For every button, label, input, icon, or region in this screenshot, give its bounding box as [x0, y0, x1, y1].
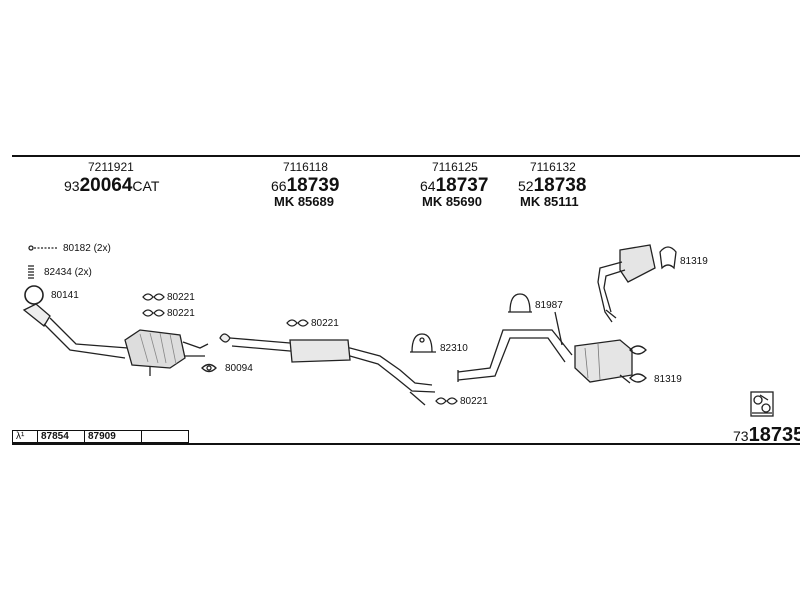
part-4-number: 5218738: [518, 175, 586, 197]
part-4-mk: MK 85111: [520, 194, 579, 209]
bolt-label: 80182 (2x): [63, 243, 111, 254]
part-2-main: 18739: [286, 175, 340, 196]
part-1-prefix: 93: [64, 178, 80, 194]
middle-pipe: [219, 333, 436, 406]
top-rule: [12, 155, 800, 157]
table-cell: λ¹: [12, 430, 38, 443]
table-cell: 87909: [84, 430, 142, 443]
ring-label: 80141: [51, 290, 79, 301]
hanger-icon: [629, 345, 647, 383]
gasket-icon: [435, 397, 458, 405]
bottom-part-prefix: 73: [733, 428, 749, 444]
part-2-prefix: 66: [271, 178, 287, 194]
clamp-mid-label: 82310: [440, 343, 468, 354]
rear-pipe-silencer: [457, 311, 633, 384]
table-cell: [141, 430, 189, 443]
gasket-icon: [142, 293, 165, 301]
part-3-main: 18737: [435, 175, 489, 196]
gasket-a-label: 80221: [167, 292, 195, 303]
bottom-part-main: 18735: [748, 424, 800, 446]
hanger-bottom-label: 81319: [654, 374, 682, 385]
part-4-prefix: 52: [518, 178, 534, 194]
catalytic-converter-pipe: [22, 303, 209, 376]
ring-icon: [24, 285, 44, 305]
table-row: λ¹ 87854 87909: [12, 430, 189, 443]
part-3-prefix: 64: [420, 178, 436, 194]
bottom-rule: [12, 443, 800, 445]
part-1-suffix: CAT: [132, 178, 160, 194]
gasket-rear-label: 80221: [460, 396, 488, 407]
gasket-icon: [142, 309, 165, 317]
gasket-front-label: 80094: [225, 363, 253, 374]
part-1-main: 20064: [79, 175, 133, 196]
hanger-top-label: 81319: [680, 256, 708, 267]
fitting-table: λ¹ 87854 87909: [12, 430, 189, 443]
part-3-number: 6418737: [420, 175, 488, 197]
part-4-top-number: 7116132: [530, 160, 576, 174]
spring-icon: [28, 265, 34, 279]
hanger-icon: [659, 246, 677, 270]
clamp-icon: [508, 293, 532, 313]
part-3-mk: MK 85690: [422, 194, 482, 209]
spring-label: 82434 (2x): [44, 267, 92, 278]
part-2-mk: MK 85689: [274, 194, 334, 209]
gasket-mid-label: 80221: [311, 318, 339, 329]
exhaust-logo-icon: [750, 391, 774, 417]
table-cell: 87854: [37, 430, 85, 443]
clamp-rear-label: 81987: [535, 300, 563, 311]
bottom-part-number: 7318735: [733, 424, 800, 447]
tail-silencer: [597, 244, 656, 323]
part-4-main: 18738: [533, 175, 587, 196]
part-3-top-number: 7116125: [432, 160, 478, 174]
clamp-icon: [410, 333, 436, 353]
part-2-number: 6618739: [271, 175, 339, 197]
bolt-icon: [28, 245, 58, 251]
part-2-top-number: 7116118: [283, 160, 328, 174]
part-1-top-number: 7211921: [88, 160, 134, 174]
gasket-icon: [286, 319, 309, 327]
part-1-number: 9320064CAT: [64, 175, 159, 197]
gasket-icon: [201, 363, 217, 373]
gasket-b-label: 80221: [167, 308, 195, 319]
